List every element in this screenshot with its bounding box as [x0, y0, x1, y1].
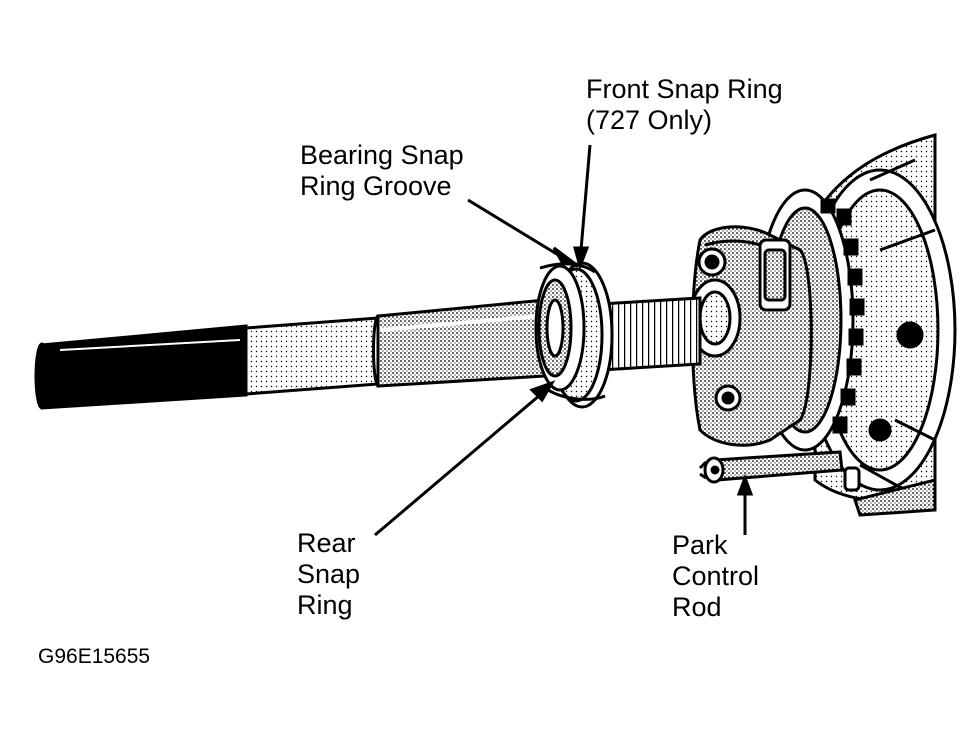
- label-rear-snap-ring-line2: Snap: [297, 559, 361, 589]
- leader-lines: [374, 144, 754, 537]
- label-bearing-groove-line1: Bearing Snap: [300, 140, 464, 170]
- label-bearing-groove-line2: Ring Groove: [300, 171, 452, 201]
- label-rear-snap-ring-line3: Ring: [297, 590, 353, 620]
- label-front-snap-ring-line2: (727 Only): [586, 105, 713, 135]
- figure-id: G96E15655: [38, 645, 151, 668]
- output-shaft: [34, 296, 702, 410]
- leader-rear-snap-ring: [374, 393, 541, 537]
- bearing: [534, 261, 614, 409]
- label-park-rod-line3: Rod: [672, 592, 722, 622]
- label-front-snap-ring: Front Snap Ring (727 Only): [586, 74, 783, 136]
- leader-front-snap-ring: [579, 144, 592, 251]
- label-front-snap-ring-line1: Front Snap Ring: [586, 74, 783, 104]
- governor-body: [688, 225, 813, 447]
- leader-bearing-groove: [467, 198, 561, 258]
- park-control-rod: [698, 450, 844, 484]
- label-park-control-rod: Park Control Rod: [672, 530, 759, 623]
- label-rear-snap-ring: Rear Snap Ring: [297, 528, 360, 621]
- label-park-rod-line2: Control: [672, 561, 760, 591]
- label-rear-snap-ring-line1: Rear: [297, 528, 356, 558]
- label-park-rod-line1: Park: [672, 530, 728, 560]
- label-bearing-snap-ring-groove: Bearing Snap Ring Groove: [300, 140, 464, 202]
